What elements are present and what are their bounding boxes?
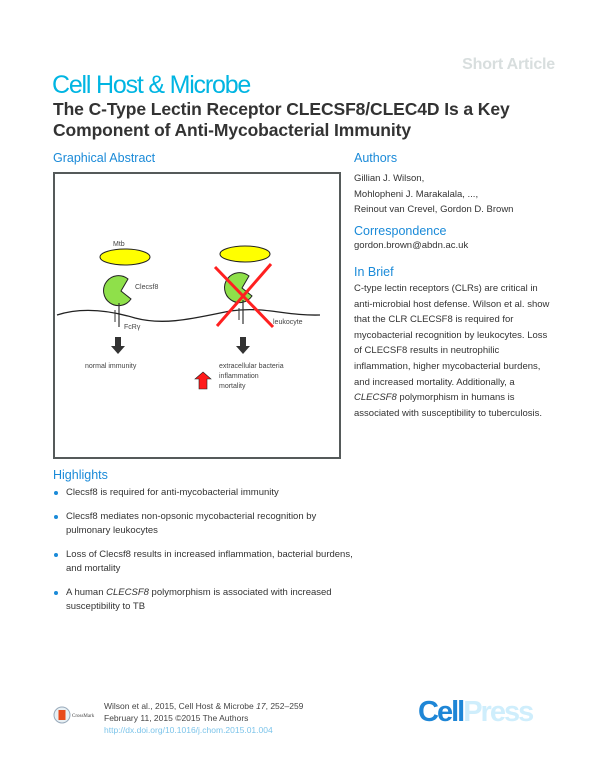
correspondence-email[interactable]: gordon.brown@abdn.ac.uk	[354, 240, 469, 251]
citation-line: Wilson et al., 2015, Cell Host & Microbe…	[104, 700, 303, 712]
leukocyte-label: leukocyte	[273, 319, 303, 326]
highlights-list: Clecsf8 is required for anti-mycobacteri…	[53, 486, 353, 624]
arrow-down-icon	[236, 346, 250, 354]
clecsf8-label: Clecsf8	[135, 284, 158, 291]
in-brief-heading: In Brief	[354, 265, 394, 279]
highlight-item: Clecsf8 mediates non-opsonic mycobacteri…	[53, 510, 353, 538]
crossmark-badge[interactable]: CrossMark	[53, 705, 113, 725]
author-line: Mohlopheni J. Marakalala, ...,	[354, 188, 479, 200]
highlight-text: Clecsf8 is required for anti-mycobacteri…	[66, 487, 279, 498]
citation-text: Wilson et al., 2015, Cell Host & Microbe	[104, 701, 257, 711]
article-title: The C-Type Lectin Receptor CLECSF8/CLEC4…	[53, 99, 510, 140]
crossmark-label: CrossMark	[72, 714, 95, 719]
correspondence-heading: Correspondence	[354, 224, 447, 238]
journal-name: Cell Host & Microbe	[52, 71, 251, 99]
bullet-icon	[54, 515, 58, 519]
fcr-label: FcRγ	[124, 324, 141, 331]
cellpress-logo-part: Cell	[418, 696, 465, 728]
cellpress-logo: CellPress	[418, 696, 534, 729]
gene-name: CLECSF8	[354, 392, 397, 404]
highlight-item: Loss of Clecsf8 results in increased inf…	[53, 548, 353, 576]
highlight-text: polymorphism is associated with increase…	[66, 587, 332, 612]
outcome-line-3: mortality	[219, 383, 246, 390]
bacterium-icon	[219, 245, 271, 263]
authors-heading: Authors	[354, 151, 398, 165]
doi-link[interactable]: http://dx.doi.org/10.1016/j.chom.2015.01…	[104, 725, 273, 735]
graphical-abstract-diagram: Mtb Clecsf8 FcRγ normal immunity leukocy…	[56, 241, 321, 390]
bullet-icon	[54, 491, 58, 495]
cellpress-logo-part: Press	[463, 696, 534, 728]
highlight-item: A human CLECSF8 polymorphism is associat…	[53, 586, 353, 614]
receptor-icon	[103, 275, 132, 307]
authors-list: Gillian J. Wilson, Mohlopheni J. Marakal…	[354, 171, 554, 218]
author-line: Reinout van Crevel, Gordon D. Brown	[354, 204, 514, 215]
highlight-text: Loss of Clecsf8 results in increased inf…	[66, 549, 353, 574]
gene-name: CLECSF8	[106, 587, 149, 598]
outcome-line-2: inflammation	[219, 373, 259, 380]
normal-immunity-label: normal immunity	[85, 363, 137, 370]
arrow-down-icon	[111, 346, 125, 354]
arrow-up-icon	[194, 371, 212, 390]
citation-block: Wilson et al., 2015, Cell Host & Microbe…	[104, 700, 303, 736]
outcome-line-1: extracellular bacteria	[219, 363, 284, 370]
mtb-label: Mtb	[113, 241, 125, 248]
bullet-icon	[54, 591, 58, 595]
bacterium-icon	[99, 248, 151, 266]
citation-volume: 17	[256, 701, 266, 711]
in-brief-text-part: polymorphism in humans is associated wit…	[354, 392, 542, 419]
author-line: Gillian J. Wilson,	[354, 173, 425, 184]
bullet-icon	[54, 553, 58, 557]
highlight-text: A human	[66, 587, 107, 598]
in-brief-text-part: C-type lectin receptors (CLRs) are criti…	[354, 283, 550, 388]
receptor-icon	[224, 272, 253, 304]
date-line: February 11, 2015 ©2015 The Authors	[104, 713, 249, 723]
membrane-line	[56, 308, 321, 322]
graphical-abstract-heading: Graphical Abstract	[53, 151, 156, 165]
citation-pages: , 252–259	[265, 701, 304, 711]
article-type-label: Short Article	[462, 56, 555, 73]
highlight-item: Clecsf8 is required for anti-mycobacteri…	[53, 486, 353, 500]
highlight-text: Clecsf8 mediates non-opsonic mycobacteri…	[66, 511, 317, 536]
graphical-abstract-figure: Mtb Clecsf8 FcRγ normal immunity leukocy…	[53, 172, 341, 459]
in-brief-text: C-type lectin receptors (CLRs) are criti…	[354, 281, 554, 421]
highlights-heading: Highlights	[53, 468, 108, 482]
